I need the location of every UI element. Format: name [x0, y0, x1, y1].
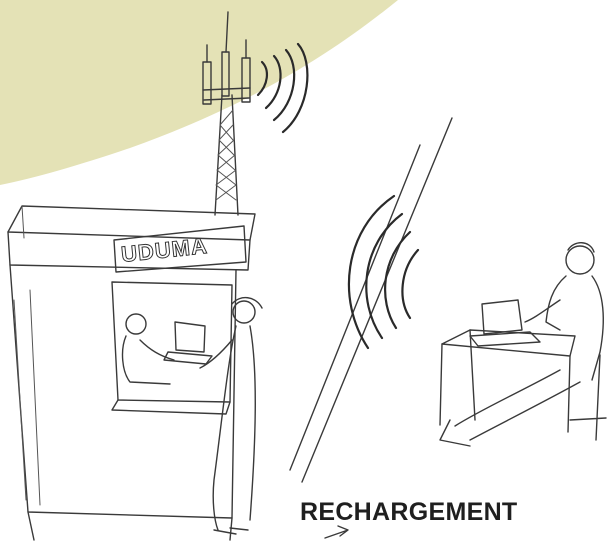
laptop-icon — [470, 300, 540, 346]
arrow-icon — [325, 526, 348, 538]
man-at-desk — [440, 243, 606, 446]
signal-waves-icon — [349, 196, 418, 348]
laptop-icon — [164, 322, 212, 364]
divider-lines — [290, 118, 452, 482]
caption-label: RECHARGEMENT — [300, 498, 518, 527]
banner-swoosh — [0, 0, 398, 185]
